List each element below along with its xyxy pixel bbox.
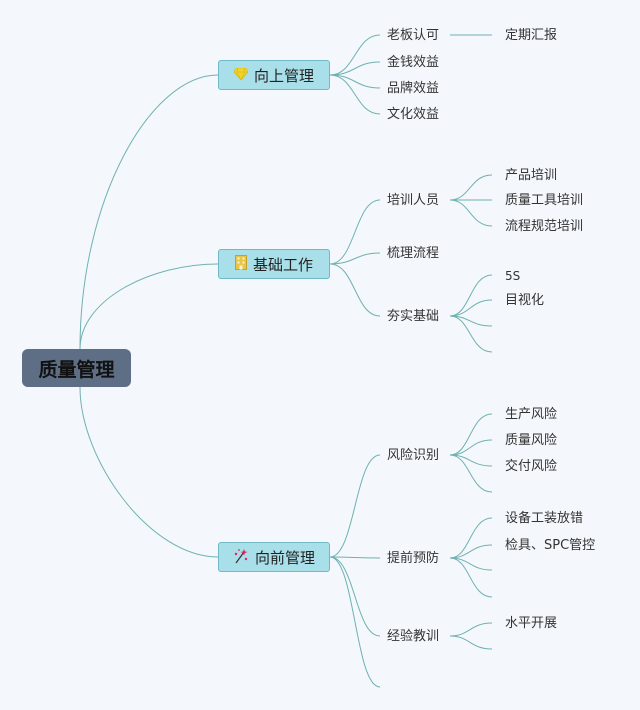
subnode-label[interactable]: 品牌效益 xyxy=(387,81,440,96)
leaf-label[interactable]: 设备工装放错 xyxy=(505,511,584,526)
branch-node-forward[interactable]: 向前管理 xyxy=(218,542,330,572)
leaf-label[interactable]: 质量工具培训 xyxy=(505,193,584,208)
leaf-label[interactable]: 质量风险 xyxy=(505,433,558,448)
leaf-label[interactable]: 定期汇报 xyxy=(505,28,558,43)
branch-label: 向前管理 xyxy=(254,548,315,567)
sparkle-icon xyxy=(233,548,249,567)
subnode-label[interactable]: 培训人员 xyxy=(387,193,440,208)
leaf-label[interactable]: 目视化 xyxy=(505,293,545,308)
root-node[interactable]: 质量管理 xyxy=(22,349,131,387)
branch-label: 基础工作 xyxy=(252,255,313,274)
leaf-label[interactable]: 交付风险 xyxy=(505,459,558,474)
subnode-label[interactable]: 风险识别 xyxy=(387,448,440,463)
leaf-label[interactable]: 产品培训 xyxy=(505,168,558,183)
subnode-label[interactable]: 老板认可 xyxy=(387,28,440,43)
subnode-label[interactable]: 金钱效益 xyxy=(387,55,440,70)
root-label: 质量管理 xyxy=(38,358,115,381)
leaf-label[interactable]: 流程规范培训 xyxy=(505,219,584,234)
leaf-label[interactable]: 生产风险 xyxy=(505,407,558,422)
subnode-label[interactable]: 文化效益 xyxy=(387,107,440,122)
subnode-label[interactable]: 梳理流程 xyxy=(387,246,440,261)
branch-node-upward[interactable]: 向上管理 xyxy=(218,60,330,90)
leaf-label[interactable]: 检具、SPC管控 xyxy=(505,538,596,553)
gem-icon xyxy=(233,67,249,83)
subnode-label[interactable]: 夯实基础 xyxy=(387,309,440,324)
branch-node-foundation[interactable]: 基础工作 xyxy=(218,249,330,279)
leaf-label[interactable]: 水平开展 xyxy=(505,616,558,631)
branch-label: 向上管理 xyxy=(253,66,314,85)
subnode-label[interactable]: 经验教训 xyxy=(387,629,440,644)
building-icon xyxy=(234,255,247,273)
leaf-label[interactable]: 5S xyxy=(505,269,521,283)
subnode-label[interactable]: 提前预防 xyxy=(387,551,440,566)
